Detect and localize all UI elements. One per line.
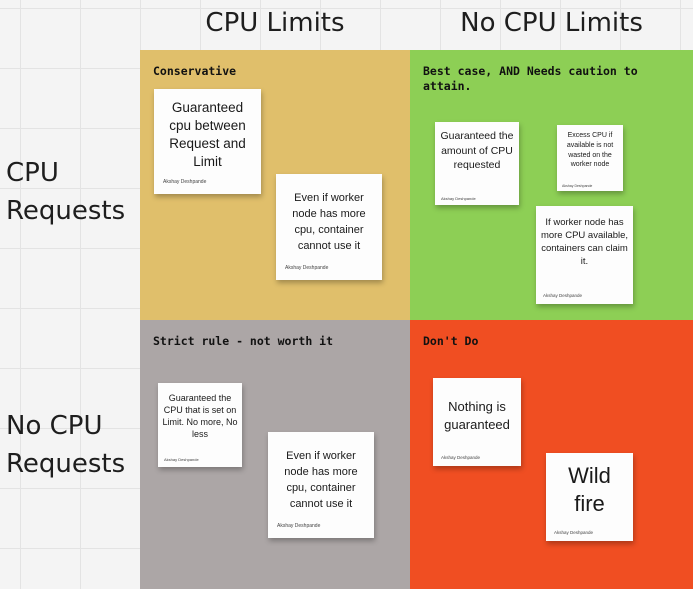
sticky-note[interactable]: Guaranteed cpu between Request and Limit…	[154, 89, 261, 194]
note-author: Akshay Deshpande	[163, 179, 207, 185]
note-author: Akshay Deshpande	[441, 196, 476, 201]
note-text: Excess CPU if available is not wasted on…	[566, 132, 614, 169]
quadrant-conservative[interactable]: Conservative Guaranteed cpu between Requ…	[140, 50, 410, 320]
quadrant-title: Best case, AND Needs caution to attain.	[423, 64, 638, 93]
sticky-note[interactable]: Guaranteed the CPU that is set on Limit.…	[158, 383, 242, 467]
note-text: Guaranteed the amount of CPU requested	[440, 130, 514, 171]
quadrant-title: Conservative	[153, 64, 237, 78]
sticky-note[interactable]: Guaranteed the amount of CPU requested A…	[435, 122, 519, 205]
sticky-note[interactable]: Excess CPU if available is not wasted on…	[557, 125, 623, 191]
note-text: Even if worker node has more cpu, contai…	[284, 450, 358, 510]
note-author: Akshay Deshpande	[543, 293, 583, 298]
note-author: Akshay Deshpande	[285, 265, 329, 271]
sticky-note[interactable]: If worker node has more CPU available, c…	[536, 206, 633, 304]
note-text: If worker node has more CPU available, c…	[540, 217, 629, 267]
quadrant-title: Don't Do	[423, 334, 479, 348]
note-author: Akshay Deshpande	[441, 455, 481, 460]
column-header-no-cpu-limits: No CPU Limits	[460, 8, 643, 38]
sticky-note[interactable]: Even if worker node has more cpu, contai…	[276, 174, 382, 280]
note-text: Nothing is guaranteed	[444, 399, 510, 432]
note-author: Akshay Deshpande	[562, 184, 593, 188]
note-text: Even if worker node has more cpu, contai…	[292, 192, 366, 252]
sticky-note[interactable]: Nothing is guaranteed Akshay Deshpande	[433, 378, 521, 466]
quadrant-dont-do[interactable]: Don't Do Nothing is guaranteed Akshay De…	[410, 320, 693, 589]
note-text: Guaranteed cpu between Request and Limit	[169, 100, 246, 169]
sticky-note[interactable]: Even if worker node has more cpu, contai…	[268, 432, 374, 538]
quadrant-title: Strict rule - not worth it	[153, 334, 334, 348]
quadrant-best-case[interactable]: Best case, AND Needs caution to attain. …	[410, 50, 693, 320]
note-text: Guaranteed the CPU that is set on Limit.…	[162, 393, 238, 439]
sticky-note[interactable]: Wild fire Akshay Deshpande	[546, 453, 633, 541]
row-header-no-cpu-requests: No CPU Requests	[6, 411, 126, 479]
quadrant-strict-rule[interactable]: Strict rule - not worth it Guaranteed th…	[140, 320, 410, 589]
note-author: Akshay Deshpande	[164, 457, 199, 462]
note-text: Wild fire	[568, 463, 611, 516]
note-author: Akshay Deshpande	[554, 530, 594, 535]
row-header-cpu-requests: CPU Requests	[6, 158, 126, 226]
note-author: Akshay Deshpande	[277, 523, 321, 529]
column-header-cpu-limits: CPU Limits	[205, 8, 345, 38]
